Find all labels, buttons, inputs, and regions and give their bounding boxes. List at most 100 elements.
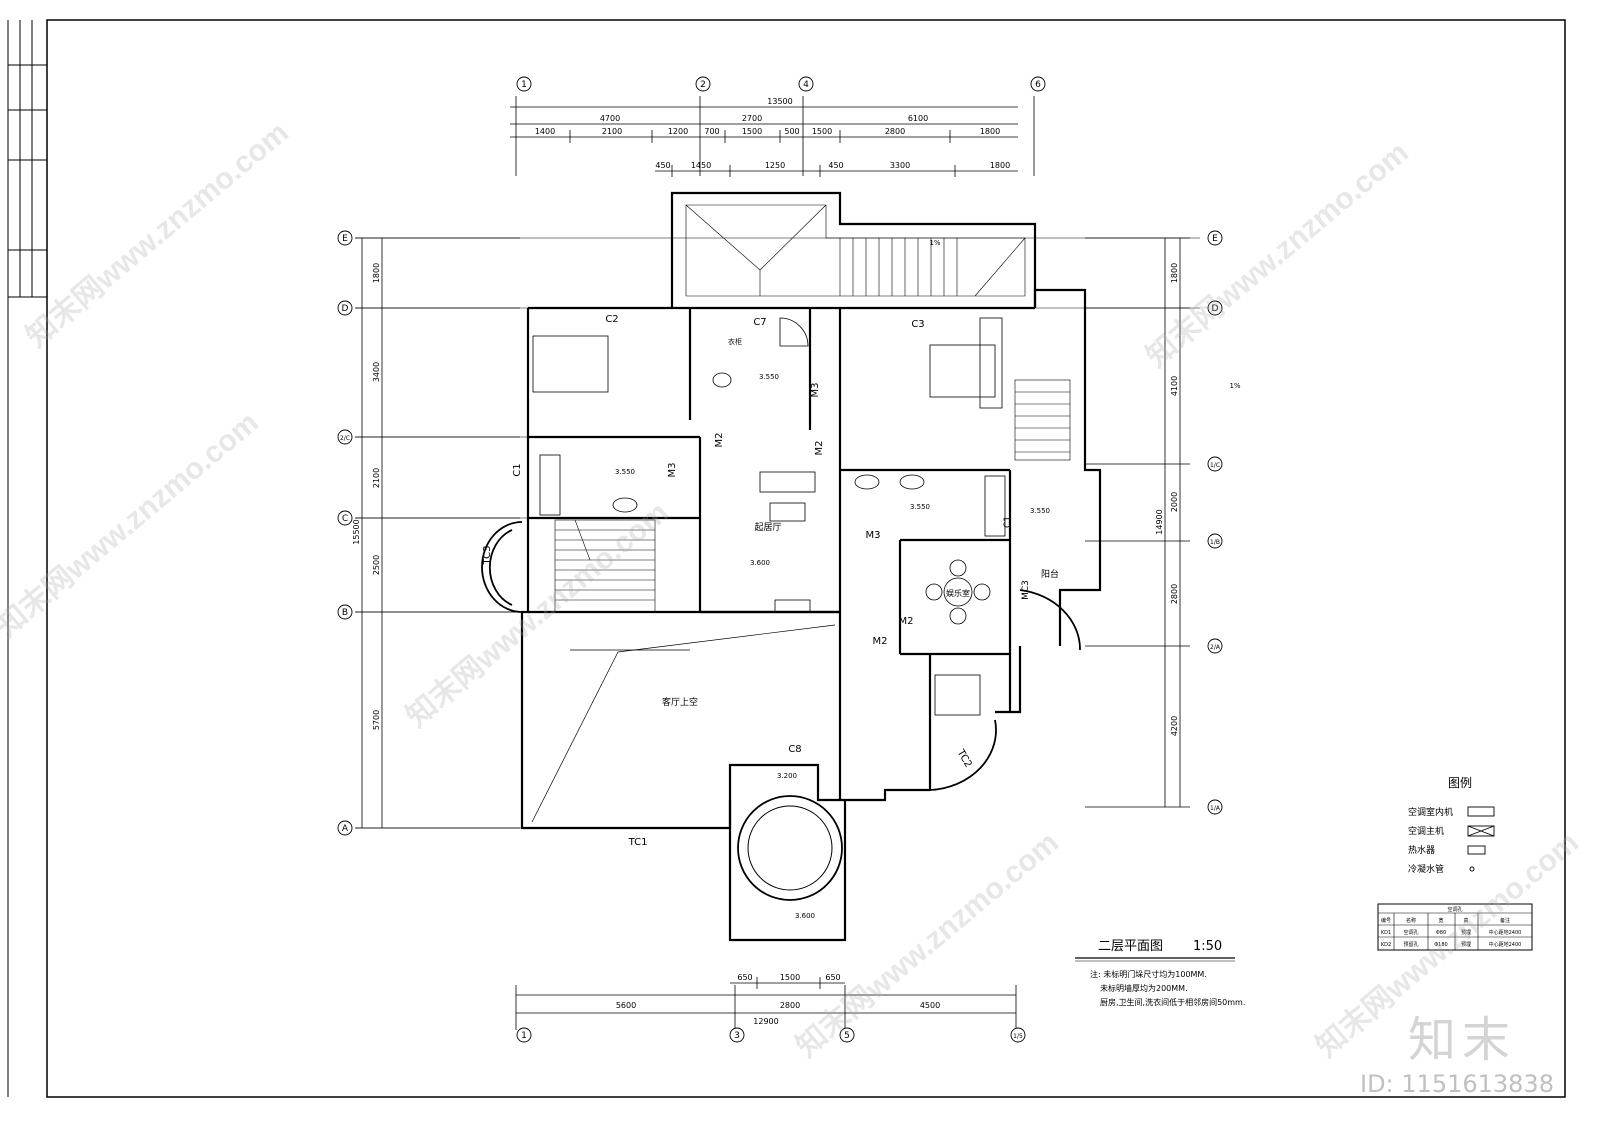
door-tag: M3 — [810, 383, 821, 398]
dim-bottom: 650 — [737, 973, 752, 982]
dim-left: 2500 — [372, 555, 381, 575]
axis-bubble-top-4 — [798, 76, 814, 92]
condensate-pipe-icon — [1469, 866, 1475, 872]
axis-label-left: B — [342, 608, 348, 618]
living-void-outline — [531, 624, 836, 823]
dim-left: 5700 — [372, 710, 381, 730]
table-cell: Φ180 — [1434, 942, 1447, 948]
ac-indoor-icon — [1467, 806, 1495, 817]
room-label-wardrobe: 衣柜 — [728, 337, 742, 346]
dim-top: 1400 — [535, 127, 555, 136]
table-header: 高 — [1463, 917, 1468, 924]
axis-bubble-top-1 — [516, 76, 532, 92]
legend-label: 空调室内机 — [1408, 806, 1453, 818]
sink-2 — [899, 474, 925, 490]
window-tag: TC3 — [482, 546, 493, 566]
elevation-mark: 3.200 — [777, 772, 797, 780]
dim-top: 1800 — [980, 127, 1000, 136]
dim-bottom: 1500 — [780, 973, 800, 982]
axis-label-bottom: 1/5 — [1013, 1033, 1023, 1040]
legend-label: 空调主机 — [1408, 825, 1444, 837]
legend: 图例 空调室内机 空调主机 热水器 冷凝水管 — [1408, 776, 1495, 875]
tv-cabinet — [774, 599, 811, 613]
axis-label-bottom: 3 — [734, 1031, 740, 1041]
window-tag: C3 — [911, 319, 924, 330]
axis-bubble-right-2A — [1207, 638, 1223, 654]
brand-logo: 知末 — [1408, 1012, 1517, 1068]
chair-1 — [925, 583, 943, 601]
axis-bubble-bottom-1-5 — [1010, 1027, 1026, 1043]
window-tag: TC2 — [954, 747, 973, 770]
table-header: 宽 — [1438, 917, 1443, 924]
door-tag: M3 — [667, 463, 678, 478]
dim-top: 1450 — [691, 161, 711, 170]
legend-label: 热水器 — [1408, 844, 1435, 856]
coffee-table — [769, 502, 806, 522]
axis-label-right: 1/B — [1210, 539, 1220, 546]
bathtub-2 — [984, 475, 1006, 537]
dim-bottom: 5600 — [616, 1001, 636, 1010]
dim-top: 2700 — [742, 114, 762, 123]
sofa — [759, 471, 816, 493]
door-tag: M2 — [873, 636, 888, 647]
dim-top-total: 13500 — [767, 97, 792, 106]
building-walls — [520, 191, 1102, 942]
stair-roof-hatch — [685, 204, 1026, 297]
slope-mark: 1% — [1229, 382, 1240, 390]
axis-label-top: 1 — [521, 80, 527, 90]
bed-3 — [934, 674, 981, 716]
dim-top: 4700 — [600, 114, 620, 123]
elevation-mark: 3.600 — [795, 912, 815, 920]
dim-top: 3300 — [890, 161, 910, 170]
ac-hole-table: 空调孔 编号 名称 宽 高 备注 KD1 空调孔 Φ80 预埋 中心距地2400… — [1377, 903, 1533, 951]
round-table — [943, 577, 973, 607]
elevation-marks: 3.550 3.550 3.600 3.550 3.550 3.200 3.60… — [615, 239, 1241, 920]
dim-left: 1800 — [372, 263, 381, 283]
door-tag: M2 — [714, 433, 725, 448]
axis-label-right: E — [1212, 234, 1218, 244]
axis-bubble-right-E — [1207, 230, 1223, 246]
axis-label-left: D — [342, 304, 349, 314]
dim-top: 1200 — [668, 127, 688, 136]
dim-top: 1500 — [812, 127, 832, 136]
window-tag: C8 — [788, 744, 801, 755]
dim-right: 2000 — [1170, 492, 1179, 512]
plan-title: 二层平面图 — [1098, 939, 1163, 954]
axis-bubble-right-1C — [1207, 456, 1223, 472]
legend-title: 图例 — [1448, 776, 1472, 790]
dim-right: 4200 — [1170, 716, 1179, 736]
table-header: 备注 — [1500, 917, 1510, 924]
water-heater-icon — [1467, 845, 1486, 855]
axis-label-bottom: 1 — [521, 1031, 527, 1041]
dim-top: 2800 — [885, 127, 905, 136]
sink-1 — [854, 474, 880, 490]
slope-mark: 1% — [929, 239, 940, 247]
axis-bubble-right-1B — [1207, 533, 1223, 549]
bed-1 — [532, 335, 609, 393]
sheet-frame — [7, 19, 1566, 1098]
axis-bubble-right-1A — [1207, 799, 1223, 815]
dim-top: 700 — [704, 127, 719, 136]
dim-bottom: 4500 — [920, 1001, 940, 1010]
shower — [779, 317, 809, 347]
dim-top: 2100 — [602, 127, 622, 136]
chair-4 — [949, 607, 967, 625]
axis-labels: 1 2 4 6 1 3 5 1/5 E D 2/C C B A E D 1/C … — [340, 80, 1221, 1041]
axis-bubble-left-D — [337, 300, 353, 316]
legend-label: 冷凝水管 — [1408, 863, 1444, 875]
axis-label-top: 2 — [700, 80, 706, 90]
dimension-texts: 13500 4700 2700 6100 1400 2100 1200 700 … — [352, 97, 1179, 1026]
dim-top: 450 — [655, 161, 670, 170]
chair-3 — [949, 559, 967, 577]
dim-bottom: 650 — [825, 973, 840, 982]
table-cell: KD2 — [1381, 942, 1391, 948]
room-labels: 起居厅 娱乐室 阳台 客厅上空 衣柜 — [662, 337, 1059, 708]
table-cell: 中心距地2400 — [1489, 929, 1522, 936]
elevation-mark: 3.550 — [615, 468, 635, 476]
axis-label-right: D — [1212, 304, 1219, 314]
dim-top: 1250 — [765, 161, 785, 170]
room-label-recreation: 娱乐室 — [946, 588, 970, 598]
dimension-lines — [355, 96, 1190, 1030]
chair-2 — [973, 583, 991, 601]
